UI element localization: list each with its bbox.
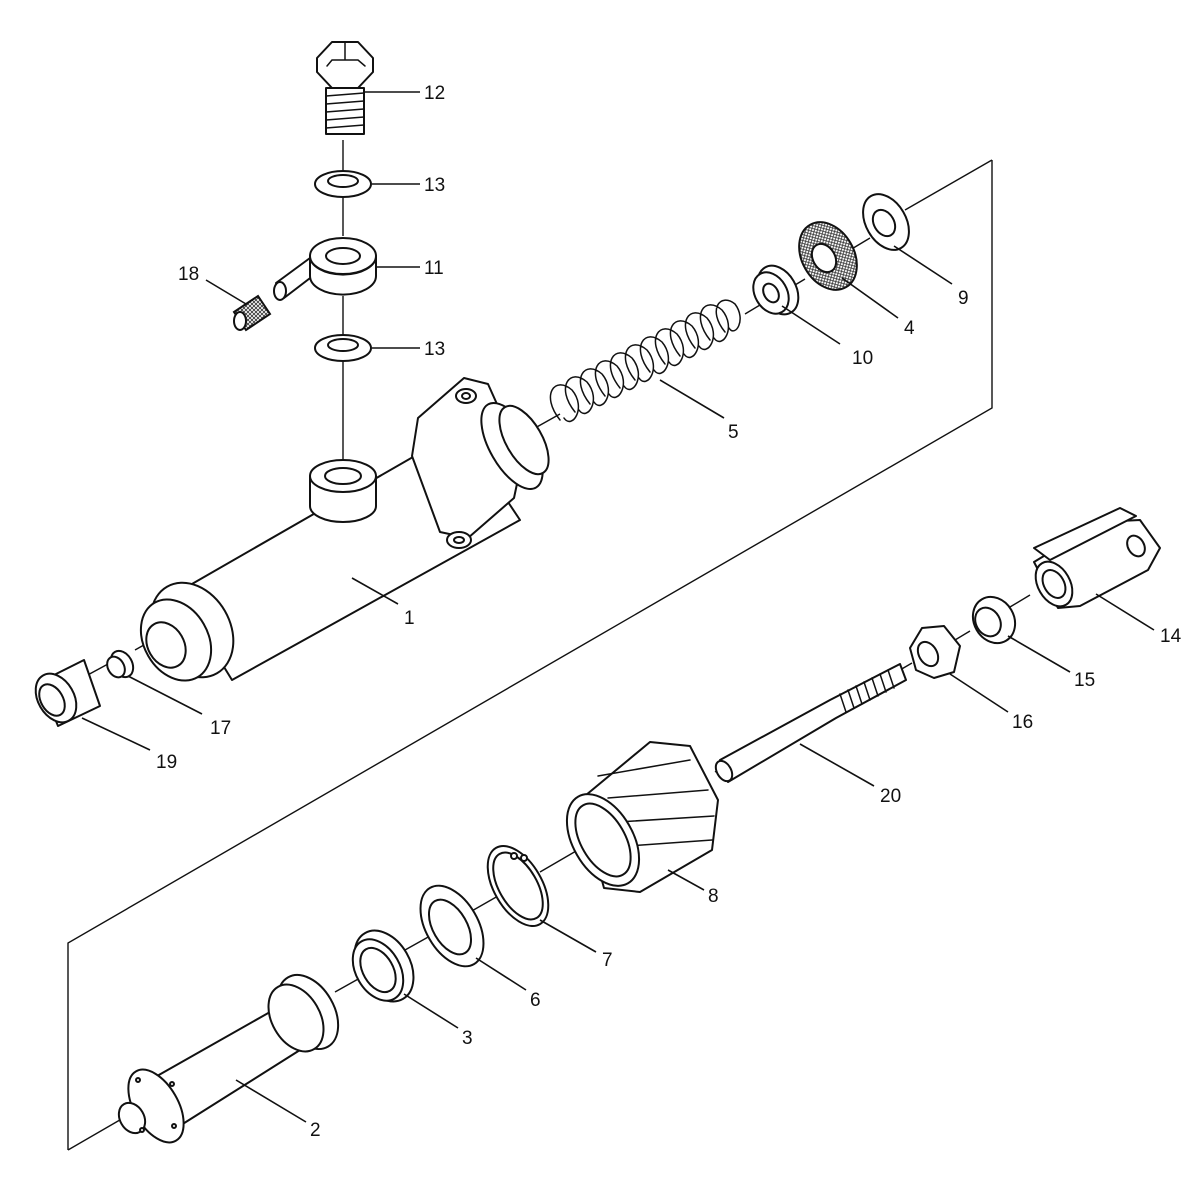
lower-axis-line-9 bbox=[1009, 594, 1031, 608]
callout-9: 9 bbox=[958, 288, 969, 309]
callout-13-upper: 13 bbox=[424, 175, 445, 196]
leader-16 bbox=[1007, 635, 1071, 673]
cap-part-20 bbox=[34, 659, 101, 727]
leader-19 bbox=[205, 279, 247, 305]
leader-9 bbox=[893, 245, 953, 285]
callout-7: 7 bbox=[602, 950, 613, 971]
callout-5: 5 bbox=[728, 422, 739, 443]
leader-3 bbox=[403, 993, 459, 1029]
callout-15: 14 bbox=[1160, 626, 1182, 647]
washer-part-9 bbox=[862, 193, 910, 251]
leader-6 bbox=[475, 957, 527, 991]
seal-part-4 bbox=[798, 221, 858, 291]
leader-5 bbox=[659, 379, 725, 419]
callout-17: 16 bbox=[1012, 712, 1033, 733]
banjo-fitting-part-11 bbox=[273, 237, 377, 301]
clevis-part-15 bbox=[1033, 507, 1161, 609]
leader-14 bbox=[799, 743, 875, 787]
callout-19: 18 bbox=[178, 264, 199, 285]
leader-10 bbox=[781, 305, 841, 345]
nut-part-16 bbox=[971, 595, 1017, 645]
leader-4 bbox=[841, 277, 899, 319]
callout-12: 12 bbox=[424, 83, 445, 104]
hex-bolt-part-12 bbox=[316, 41, 374, 135]
leader-7 bbox=[539, 919, 597, 953]
leader-1 bbox=[351, 577, 399, 605]
leader-18 bbox=[127, 675, 203, 715]
washer-part-6 bbox=[419, 884, 485, 968]
callout-8: 8 bbox=[708, 886, 719, 907]
assembly-frame-outline bbox=[67, 160, 993, 1150]
boot-part-8 bbox=[565, 741, 719, 893]
callout-1: 1 bbox=[404, 608, 415, 629]
upper-axis-line-5 bbox=[904, 159, 993, 211]
callout-4: 4 bbox=[904, 318, 915, 339]
lower-axis-line-3 bbox=[404, 935, 431, 951]
callout-10: 10 bbox=[852, 348, 873, 369]
lower-axis-line bbox=[67, 1116, 126, 1151]
plug-part-18 bbox=[106, 649, 135, 679]
leader-2 bbox=[235, 1079, 307, 1123]
washer-part-13-lower bbox=[314, 334, 372, 362]
callout-20: 19 bbox=[156, 752, 177, 773]
push-rod-part-14 bbox=[714, 663, 907, 783]
callout-16: 15 bbox=[1074, 670, 1095, 691]
upper-axis-line bbox=[534, 413, 561, 429]
washer-part-13-upper bbox=[314, 170, 372, 198]
leader-17 bbox=[949, 673, 1009, 713]
hex-nut-part-17 bbox=[909, 625, 961, 679]
callout-13-lower: 13 bbox=[424, 339, 445, 360]
lower-axis-line-2 bbox=[334, 977, 361, 993]
callout-3: 3 bbox=[462, 1028, 473, 1049]
leader-15 bbox=[1095, 593, 1155, 631]
bushing-part-10 bbox=[752, 264, 800, 316]
seal-ring-part-3 bbox=[351, 929, 415, 1003]
leader-8 bbox=[667, 869, 705, 891]
cylinder-body-part-1 bbox=[139, 377, 550, 682]
filter-part-19 bbox=[232, 294, 272, 332]
piston-part-2 bbox=[117, 974, 340, 1144]
callout-14: 20 bbox=[880, 786, 901, 807]
callout-2: 2 bbox=[310, 1120, 321, 1141]
callout-18: 17 bbox=[210, 718, 231, 739]
upper-axis-line-3 bbox=[794, 278, 806, 286]
spring-part-5 bbox=[549, 299, 741, 423]
callout-6: 6 bbox=[530, 990, 541, 1011]
circlip-part-7 bbox=[486, 845, 550, 927]
callout-11: 11 bbox=[424, 258, 444, 279]
leader-20 bbox=[81, 717, 151, 751]
